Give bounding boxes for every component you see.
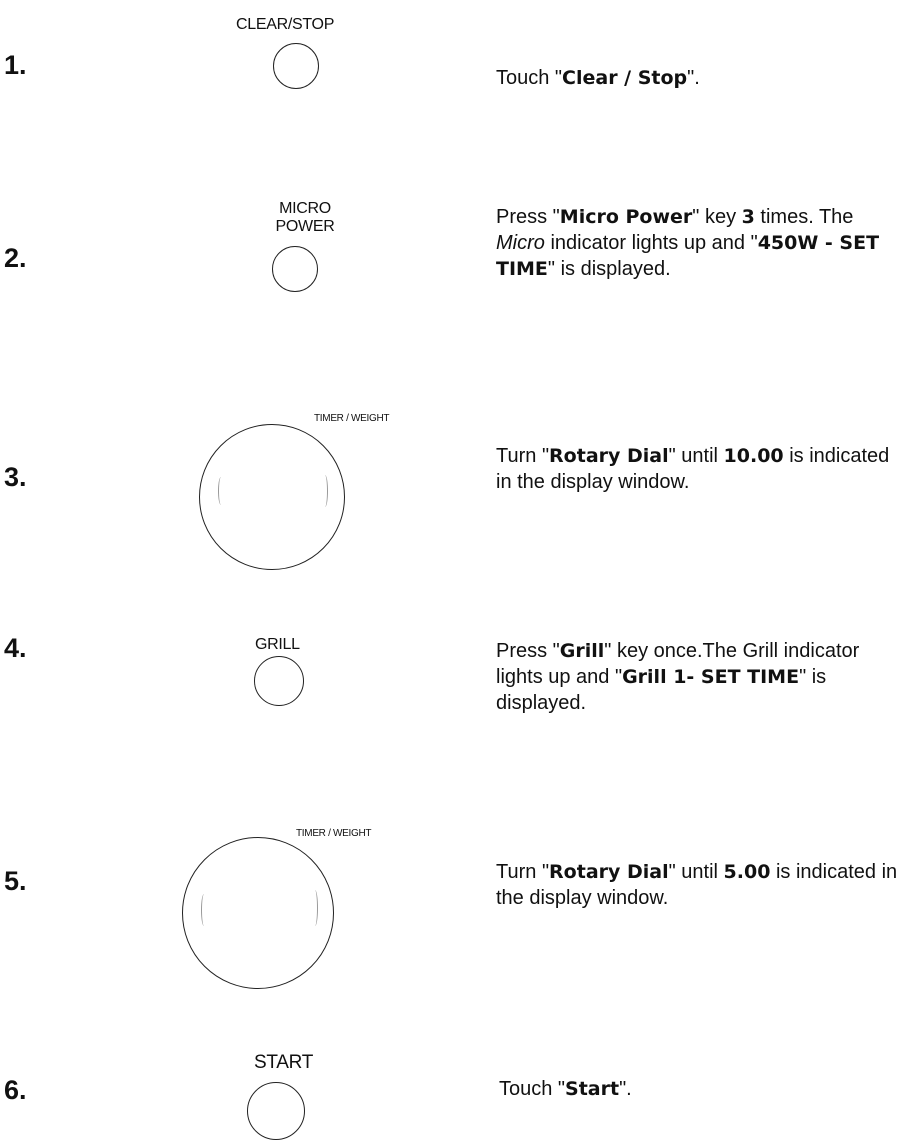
timer-weight-label: TIMER / WEIGHT [296,828,372,839]
instruction-bold-term: Rotary Dial [549,445,669,467]
dial-grip-right-icon [312,890,318,926]
micro-power-label-line1: MICRO [279,200,331,217]
grill-label: GRILL [255,636,300,653]
instruction-text: " key [692,206,742,228]
instruction-text: Turn " [496,445,550,467]
instruction-text: indicator lights up and " [544,232,758,254]
step-instruction: Turn "Rotary Dial" until 10.00 is indica… [496,443,906,495]
instruction-text: " is displayed. [496,666,827,714]
instruction-bold-term: Start [565,1078,620,1100]
instruction-text: " until [668,861,724,883]
step-number: 6. [4,1075,27,1105]
micro-power-label: MICRO POWER [267,200,343,236]
rotary-dial[interactable] [199,424,345,570]
instruction-text: " until [668,445,724,467]
instruction-text: is indicated in the display window. [496,861,898,909]
instruction-text: times. The [754,206,854,228]
clear-stop-label: CLEAR/STOP [236,16,335,33]
instruction-bold-term: 450W - SET TIME [496,232,880,280]
instruction-text: " is displayed. [547,258,671,280]
step-number: 2. [4,243,27,273]
step-number: 4. [4,633,27,663]
instruction-text: " key once.The Grill indicator lights up… [496,640,860,688]
instruction-text: Touch " [499,1078,566,1100]
instruction-text: Micro [496,232,545,254]
step-instruction: Press "Grill" key once.The Grill indicat… [496,638,906,716]
instruction-bold-term: Rotary Dial [549,861,669,883]
instruction-text: Press " [496,640,560,662]
instruction-bold-term: 5.00 [723,861,771,883]
rotary-dial[interactable] [182,837,334,989]
instruction-text: ". [619,1078,632,1100]
instruction-bold-term: Clear / Stop [562,67,688,89]
dial-grip-right-icon [322,475,328,507]
step-number: 3. [4,462,27,492]
instruction-bold-term: Micro Power [559,206,693,228]
step-instruction: Turn "Rotary Dial" until 5.00 is indicat… [496,859,906,911]
start-button[interactable] [247,1082,305,1140]
instruction-bold-term: 3 [741,206,755,228]
step-instruction: Touch "Start". [499,1076,906,1102]
instruction-text: is indicated in the display window. [496,445,890,493]
instruction-text: Press " [496,206,560,228]
step-number: 1. [4,50,27,80]
instruction-bold-term: Grill 1- SET TIME [622,666,800,688]
step-number: 5. [4,866,27,896]
micro-power-button[interactable] [272,246,318,292]
start-label: START [254,1052,314,1073]
clear-stop-button[interactable] [273,43,319,89]
grill-button[interactable] [254,656,304,706]
instruction-bold-term: Grill [559,640,605,662]
instruction-text: ". [687,67,700,89]
timer-weight-label: TIMER / WEIGHT [314,413,390,424]
dial-grip-left-icon [218,477,224,505]
step-instruction: Touch "Clear / Stop". [496,65,906,91]
instruction-text: Touch " [496,67,563,89]
instruction-text: Turn " [496,861,550,883]
instruction-bold-term: 10.00 [723,445,784,467]
micro-power-label-line2: POWER [275,218,335,235]
dial-grip-left-icon [201,894,207,926]
step-instruction: Press "Micro Power" key 3 times. The Mic… [496,204,906,282]
